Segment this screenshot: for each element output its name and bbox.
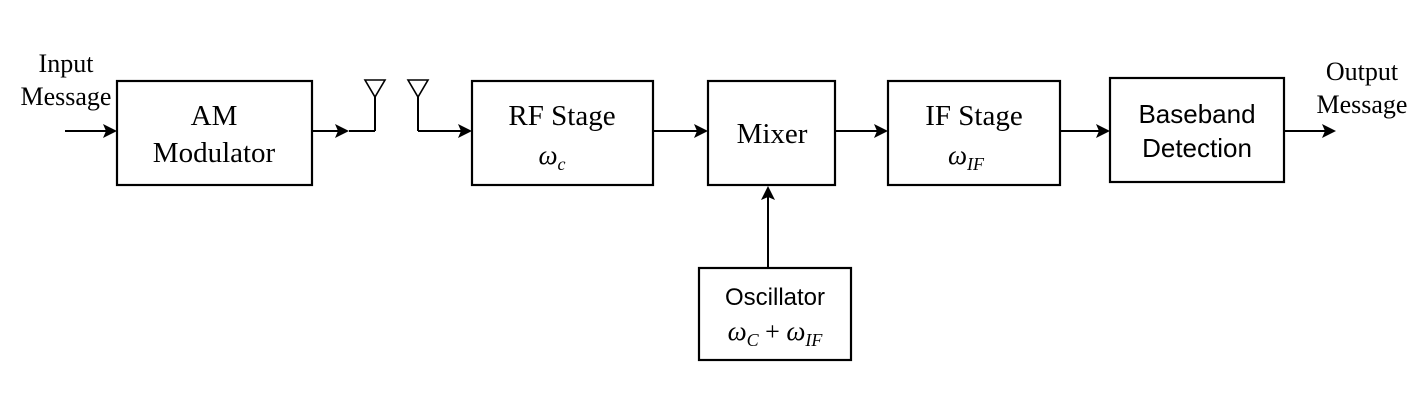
input-arrow (65, 124, 117, 138)
mixer-to-if-arrow (835, 124, 888, 138)
input-label-line2: Message (21, 82, 112, 111)
rf-stage-frequency: ωc (538, 140, 565, 174)
if-stage-block: IF Stage ωIF (886, 79, 1062, 187)
if-to-baseband-arrow (1060, 124, 1110, 138)
oscillator-label: Oscillator (725, 284, 825, 311)
transmit-antenna-icon (363, 79, 387, 99)
mixer-block: Mixer (706, 79, 837, 187)
rf-stage-label: RF Stage (508, 100, 615, 132)
output-label-line2: Message (1317, 90, 1408, 119)
am-modulator-label-line1: AM (191, 100, 238, 132)
oscillator-to-mixer-arrow (761, 186, 775, 268)
oscillator-block: Oscillator ωC + ωIF (697, 266, 853, 362)
rf-stage-block: RF Stage ωc (470, 79, 655, 187)
receive-antenna-icon (406, 79, 430, 99)
baseband-label-line2: Detection (1142, 133, 1252, 163)
mixer-label: Mixer (737, 118, 808, 150)
output-label-line1: Output (1326, 57, 1399, 86)
oscillator-frequency: ωC + ωIF (728, 316, 824, 350)
output-arrow (1284, 124, 1336, 138)
if-stage-frequency: ωIF (948, 140, 985, 174)
baseband-label-line1: Baseband (1138, 99, 1255, 129)
if-stage-label: IF Stage (925, 100, 1022, 132)
baseband-detection-block: Baseband Detection (1108, 76, 1286, 184)
am-modulator-block: AM Modulator (115, 79, 314, 187)
receive-antenna-feed (417, 97, 472, 138)
rf-to-mixer-arrow (653, 124, 708, 138)
am-modulator-label-line2: Modulator (153, 137, 276, 169)
transmit-antenna-feed (312, 97, 376, 138)
input-label-line1: Input (39, 49, 95, 78)
